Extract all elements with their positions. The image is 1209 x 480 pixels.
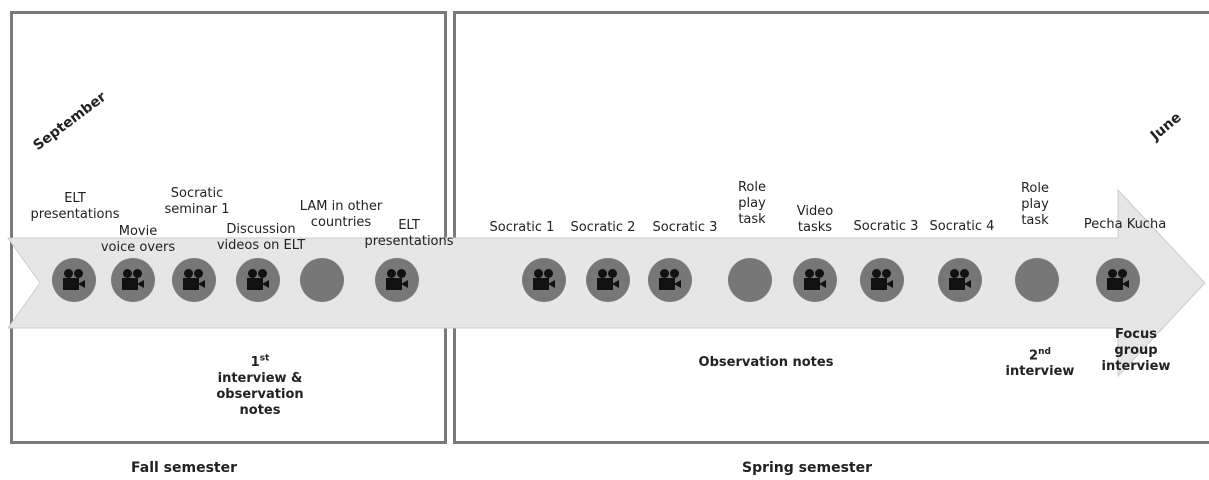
camera-marker: [860, 258, 904, 302]
camera-marker: [111, 258, 155, 302]
circle-marker: [300, 258, 344, 302]
fall-semester-label: Fall semester: [131, 460, 237, 476]
event-label-spring-9: Pecha Kucha: [1083, 217, 1167, 232]
fall-semester-box: [10, 11, 447, 444]
camera-marker: [793, 258, 837, 302]
camera-marker: [522, 258, 566, 302]
camera-marker: [172, 258, 216, 302]
event-label-spring-3: Socratic 3: [652, 220, 718, 235]
camera-icon: [1106, 269, 1130, 291]
spring-semester-label: Spring semester: [742, 460, 873, 476]
event-label-spring-8: Role play task: [1020, 181, 1049, 228]
event-label-fall-1: ELT presentations: [30, 191, 120, 222]
camera-icon: [948, 269, 972, 291]
event-label-fall-2: Movie voice overs: [100, 224, 176, 255]
camera-icon: [182, 269, 206, 291]
event-label-spring-4: Role play task: [737, 180, 766, 227]
camera-marker: [236, 258, 280, 302]
camera-marker: [52, 258, 96, 302]
spring-semester-box: [453, 11, 1209, 444]
camera-icon: [62, 269, 86, 291]
camera-icon: [658, 269, 682, 291]
event-label-spring-6: Socratic 3: [853, 219, 919, 234]
camera-icon: [803, 269, 827, 291]
camera-icon: [596, 269, 620, 291]
circle-marker: [728, 258, 772, 302]
event-label-spring-5: Video tasks: [796, 204, 834, 235]
camera-marker: [1096, 258, 1140, 302]
camera-marker: [648, 258, 692, 302]
camera-marker: [586, 258, 630, 302]
camera-marker: [375, 258, 419, 302]
camera-marker: [938, 258, 982, 302]
camera-icon: [385, 269, 409, 291]
event-label-fall-6: ELT presentations: [364, 218, 454, 249]
circle-marker: [1015, 258, 1059, 302]
observation-notes-label: Observation notes: [698, 355, 834, 370]
event-label-fall-4: Discussion videos on ELT: [216, 222, 306, 253]
event-label-spring-1: Socratic 1: [489, 220, 555, 235]
focus-group-label: Focus group interview: [1101, 327, 1171, 374]
event-label-fall-5: LAM in other countries: [299, 199, 383, 230]
event-label-spring-2: Socratic 2: [570, 220, 636, 235]
camera-icon: [870, 269, 894, 291]
event-label-spring-7: Socratic 4: [929, 219, 995, 234]
camera-icon: [246, 269, 270, 291]
camera-icon: [121, 269, 145, 291]
event-label-fall-3: Socratic seminar 1: [164, 186, 230, 217]
camera-icon: [532, 269, 556, 291]
